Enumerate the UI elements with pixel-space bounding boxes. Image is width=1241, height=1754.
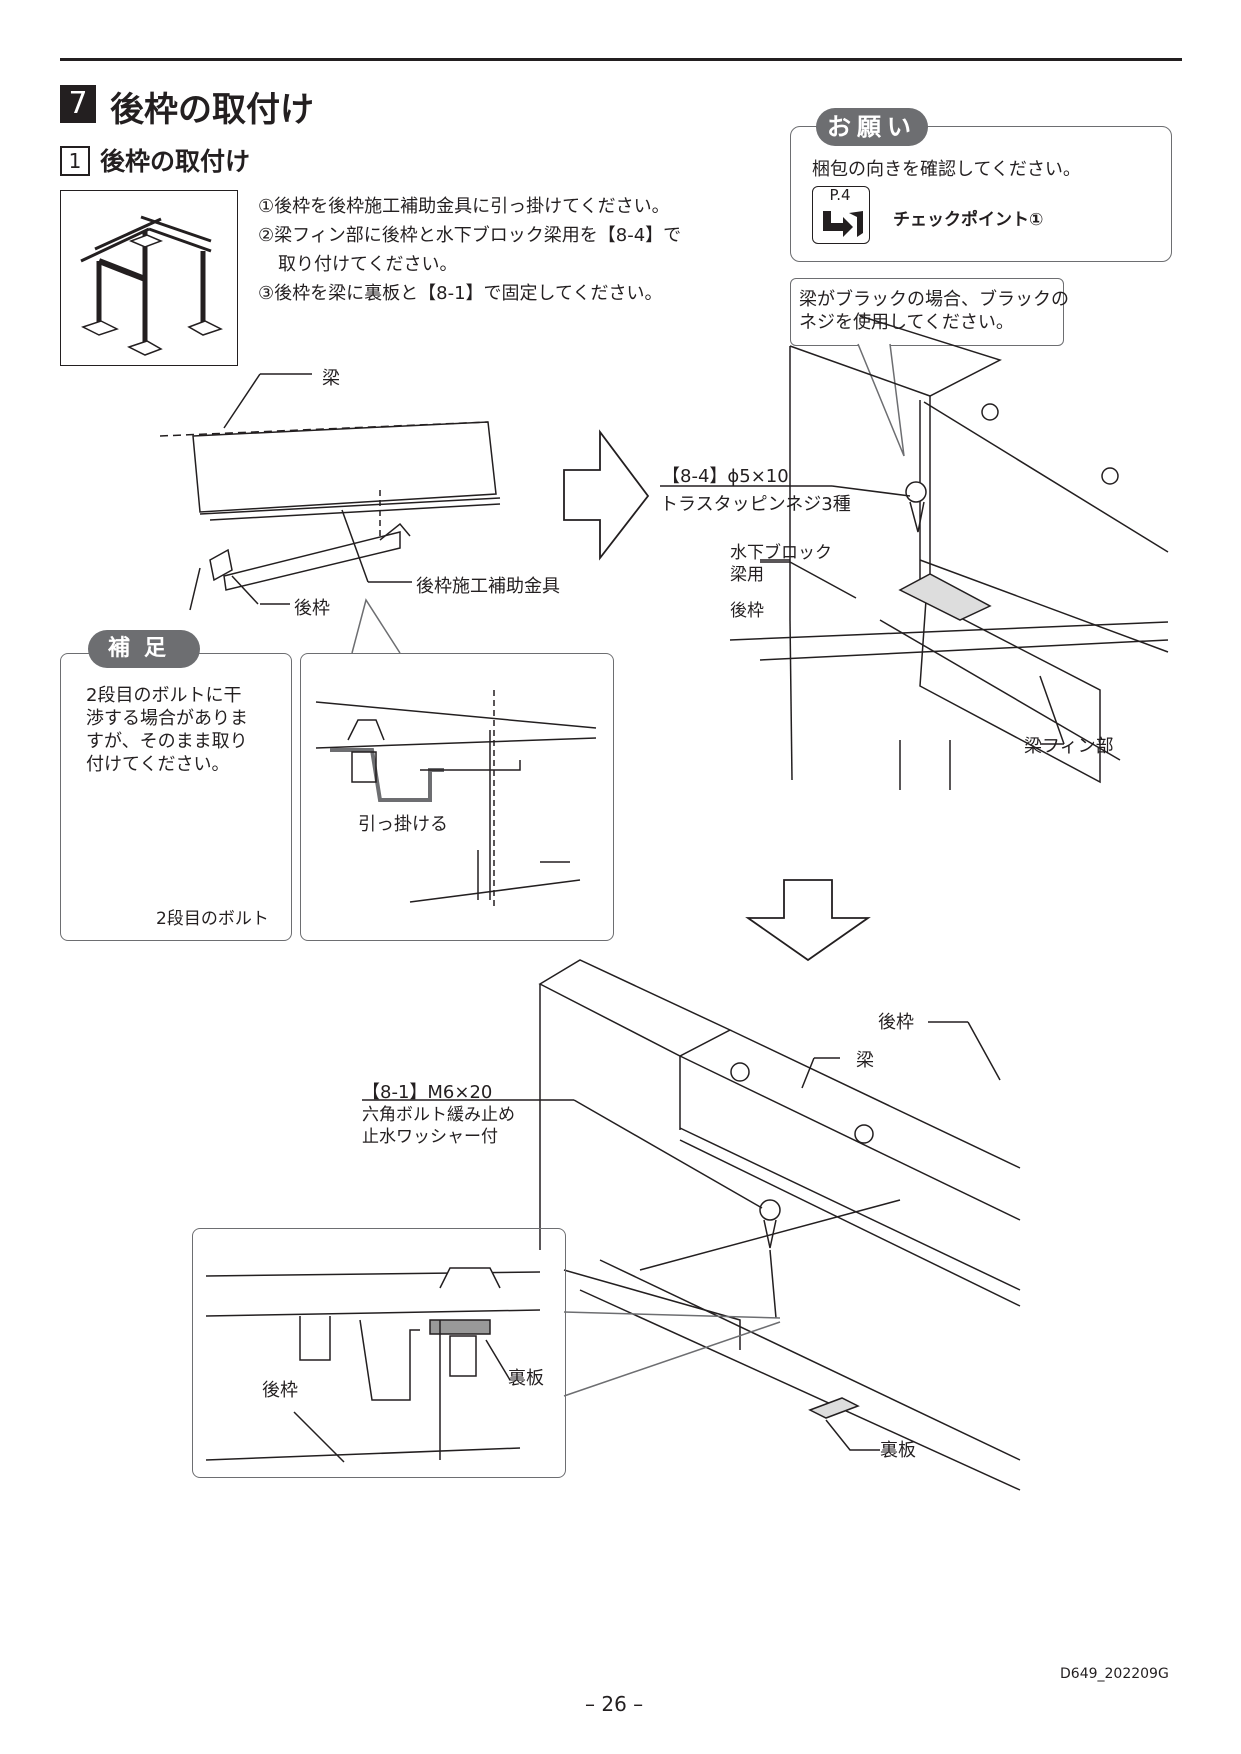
request-text: 梱包の向きを確認してください。 <box>812 159 1081 180</box>
label-block-2: 梁用 <box>730 565 764 585</box>
black-screw-callout-text: 梁がブラックの場合、ブラックの ネジを使用してください。 <box>799 289 1069 333</box>
supplement-badge: 補足 <box>88 630 200 668</box>
label-beam-fin: 梁フィン部 <box>1024 736 1114 757</box>
request-box <box>790 126 1172 262</box>
checkpoint-label: チェックポイント① <box>893 210 1044 230</box>
step-1: ①後枠を後枠施工補助金具に引っ掛けてください。 <box>258 196 670 217</box>
label-rear-frame-4: 後枠 <box>262 1380 298 1401</box>
supplement-box <box>60 653 292 941</box>
label-beam-2: 梁 <box>856 1050 874 1071</box>
black-screw-callout <box>790 278 1064 346</box>
page-reference-icon <box>812 186 870 244</box>
page-reference: P.4 <box>829 186 851 204</box>
subsection-title: 後枠の取付け <box>100 147 251 176</box>
label-rear-frame-3: 後枠 <box>878 1012 914 1033</box>
section-title: 後枠の取付け <box>110 90 314 130</box>
label-screw-name: トラスタッピンネジ3種 <box>660 494 851 515</box>
top-rule <box>60 58 1182 61</box>
section-number: 7 <box>60 85 96 123</box>
step-2-cont: 取り付けてください。 <box>278 254 458 275</box>
label-bolt-code: 【8-1】M6×20 <box>362 1082 493 1103</box>
label-back-plate: 裏板 <box>880 1440 916 1461</box>
label-rear-frame-2: 後枠 <box>730 601 764 621</box>
bolt-detail-box <box>192 1228 566 1478</box>
label-back-plate-2: 裏板 <box>508 1368 544 1389</box>
instruction-steps: ①後枠を後枠施工補助金具に引っ掛けてください。 ②梁フィン部に後枠と水下ブロック… <box>258 192 681 308</box>
label-hook: 引っ掛ける <box>358 814 448 835</box>
label-assist-bracket: 後枠施工補助金具 <box>416 576 560 597</box>
hook-detail-box <box>300 653 614 941</box>
label-screw-code: 【8-4】ϕ5×10 <box>662 466 789 487</box>
label-beam: 梁 <box>322 368 340 389</box>
page-number: – 26 – <box>585 1692 644 1716</box>
supplement-text: 2段目のボルトに干 渉する場合がありま すが、そのまま取り 付けてください。 <box>86 685 248 775</box>
frame-overview-drawing <box>80 215 223 356</box>
subsection-number: 1 <box>60 146 90 176</box>
request-badge: お願い <box>816 108 928 146</box>
document-code: D649_202209G <box>1060 1666 1169 1682</box>
label-second-bolt: 2段目のボルト <box>156 909 269 929</box>
label-bolt-name-2: 止水ワッシャー付 <box>362 1127 498 1147</box>
label-rear-frame: 後枠 <box>294 598 330 619</box>
step-2: ②梁フィン部に後枠と水下ブロック梁用を【8-4】で <box>258 225 682 246</box>
arrow-icon <box>823 211 863 237</box>
label-bolt-name-1: 六角ボルト緩み止め <box>362 1105 515 1125</box>
step-3: ③後枠を梁に裏板と【8-1】で固定してください。 <box>258 283 663 304</box>
overview-figure <box>60 190 238 366</box>
label-block-1: 水下ブロック <box>730 543 832 563</box>
